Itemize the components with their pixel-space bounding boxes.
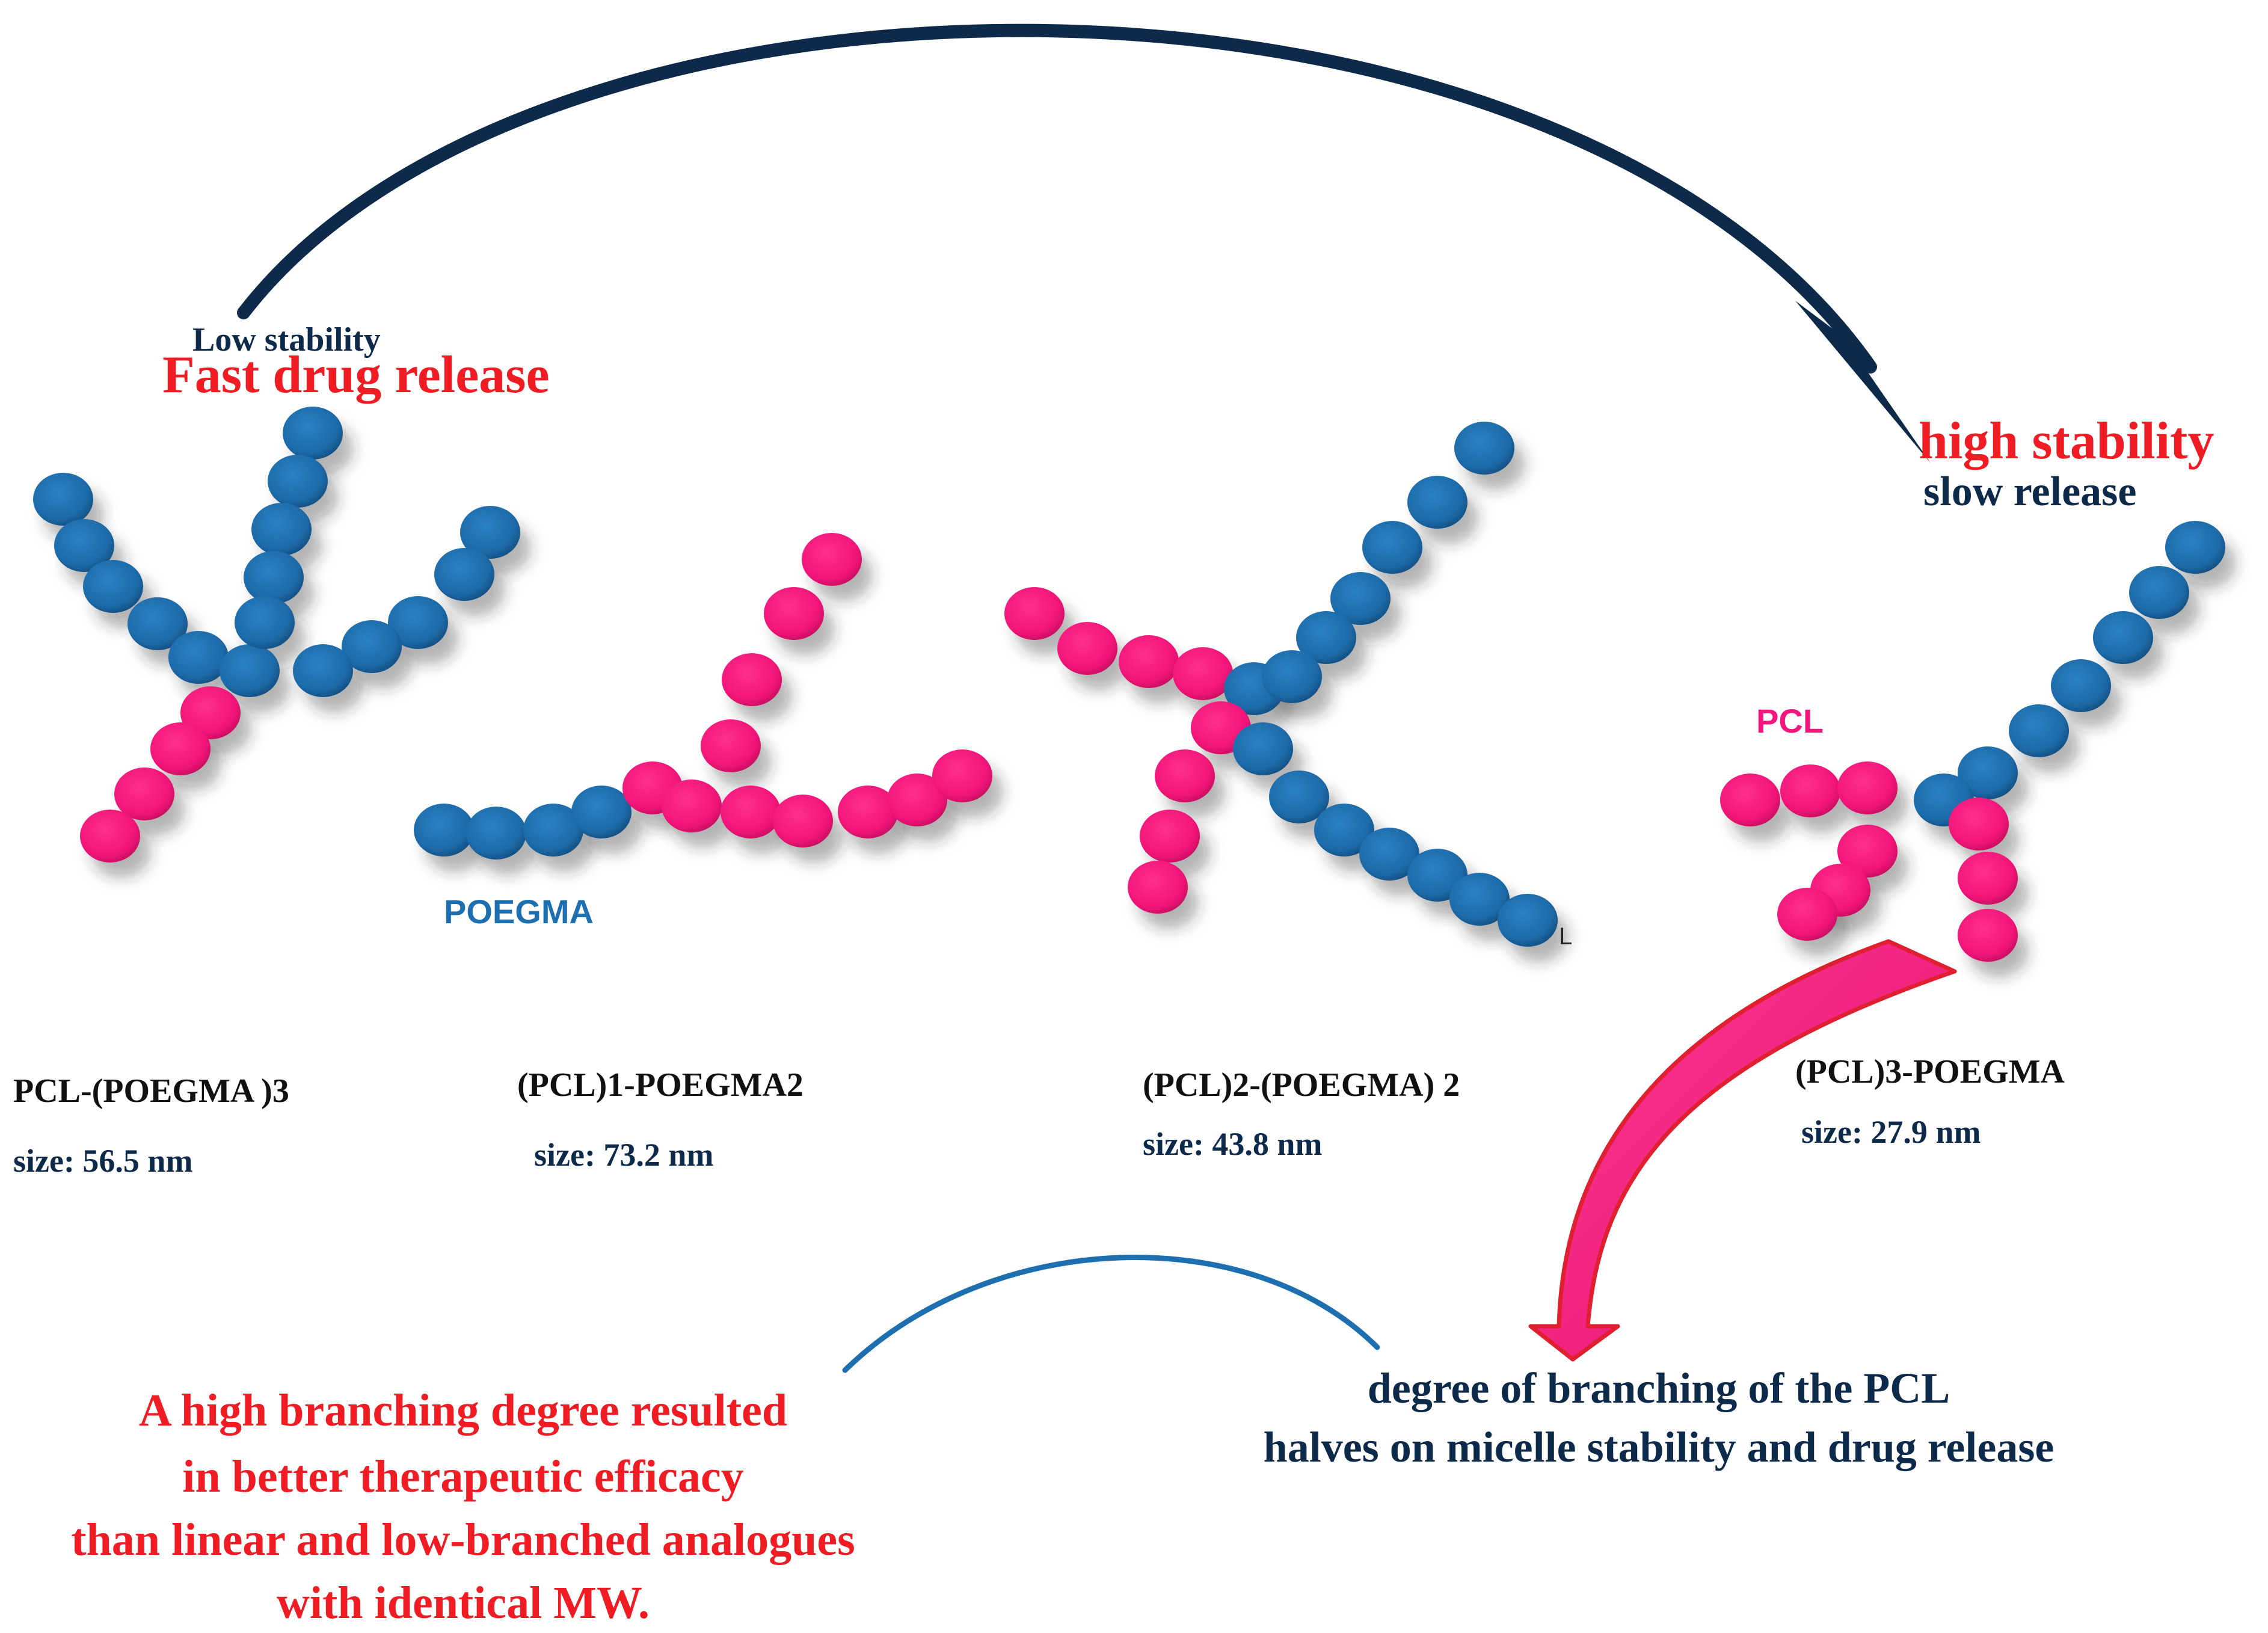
top-arc-arrow bbox=[237, 23, 1877, 374]
polymer-4-size: size: 27.9 nm bbox=[1801, 1114, 1981, 1150]
polymer-3-size: size: 43.8 nm bbox=[1143, 1126, 1322, 1162]
poegma-bead bbox=[251, 503, 312, 556]
poegma-bead bbox=[2129, 566, 2189, 619]
poegma-bead bbox=[220, 644, 280, 697]
poegma-bead bbox=[2165, 521, 2225, 574]
pcl-bead bbox=[1057, 622, 1117, 675]
poegma-bead bbox=[466, 807, 526, 860]
pcl-bead bbox=[1155, 749, 1215, 802]
polymer-1-name: PCL-(POEGMA )3 bbox=[13, 1072, 289, 1110]
pcl-bead bbox=[932, 749, 992, 802]
pcl-bead bbox=[802, 533, 862, 586]
high-stability-label: high stability bbox=[1919, 412, 2214, 470]
pcl-bead bbox=[1004, 587, 1065, 640]
polymer-2-name: (PCL)1-POEGMA2 bbox=[517, 1066, 804, 1104]
poegma-label: POEGMA bbox=[444, 893, 594, 930]
poegma-bead bbox=[1958, 746, 2018, 799]
pcl-bead bbox=[1958, 852, 2018, 905]
poegma-bead bbox=[1314, 804, 1374, 856]
top-arc-arrowhead bbox=[1795, 301, 1931, 463]
poegma-bead bbox=[1449, 873, 1510, 926]
conclusion-line-3: than linear and low-branched analogues bbox=[71, 1515, 855, 1565]
pcl-bead bbox=[1128, 861, 1188, 914]
polymer-1-size: size: 56.5 nm bbox=[13, 1143, 192, 1179]
poegma-bead bbox=[2093, 611, 2153, 664]
poegma-bead bbox=[1359, 828, 1419, 881]
pcl-bead bbox=[838, 786, 898, 838]
pcl-bead bbox=[150, 722, 211, 775]
pcl-bead bbox=[662, 780, 722, 832]
pcl-bead bbox=[721, 786, 781, 838]
slow-release-label: slow release bbox=[1923, 469, 2136, 515]
poegma-bead bbox=[571, 786, 632, 838]
pcl-label: PCL bbox=[1756, 702, 1824, 740]
poegma-bead bbox=[235, 596, 295, 649]
polymer-beads bbox=[33, 407, 2225, 962]
pcl-bead bbox=[1949, 798, 2009, 850]
poegma-bead bbox=[460, 506, 520, 559]
poegma-bead bbox=[1233, 722, 1293, 775]
poegma-bead bbox=[1330, 572, 1391, 625]
stray-l-mark: L bbox=[1559, 923, 1572, 950]
poegma-bead bbox=[168, 631, 229, 684]
conclusion-line-1: A high branching degree resulted bbox=[139, 1385, 787, 1436]
poegma-bead bbox=[268, 455, 328, 508]
fast-release-label: Fast drug release bbox=[162, 346, 550, 404]
effect-line-1: degree of branching of the PCL bbox=[1368, 1364, 1950, 1412]
poegma-bead bbox=[523, 804, 583, 856]
poegma-bead bbox=[1296, 611, 1356, 664]
pcl-bead bbox=[1837, 825, 1898, 878]
pcl-bead bbox=[764, 587, 824, 640]
poegma-bead bbox=[414, 804, 474, 856]
poegma-bead bbox=[434, 548, 494, 601]
conclusion-line-4: with identical MW. bbox=[277, 1578, 650, 1628]
poegma-bead bbox=[1262, 650, 1322, 703]
poegma-bead bbox=[342, 620, 402, 673]
pcl-bead bbox=[1780, 764, 1840, 817]
pcl-bead bbox=[1720, 773, 1780, 826]
poegma-bead bbox=[54, 519, 114, 572]
poegma-bead bbox=[293, 644, 353, 697]
big-pink-curved-arrow bbox=[1528, 939, 1957, 1362]
pcl-bead bbox=[1140, 810, 1200, 863]
polymer-2-size: size: 73.2 nm bbox=[534, 1137, 713, 1173]
poegma-bead bbox=[1498, 894, 1558, 947]
pcl-bead bbox=[701, 719, 761, 772]
pcl-bead bbox=[1119, 635, 1179, 688]
pcl-bead bbox=[887, 773, 947, 826]
effect-line-2: halves on micelle stability and drug rel… bbox=[1264, 1423, 2054, 1471]
pcl-bead bbox=[1958, 909, 2018, 962]
pcl-bead bbox=[1777, 888, 1837, 941]
poegma-bead bbox=[283, 407, 343, 460]
pcl-bead bbox=[1173, 647, 1233, 700]
poegma-bead bbox=[1454, 422, 1514, 475]
poegma-bead bbox=[2051, 659, 2111, 712]
pcl-bead bbox=[773, 795, 833, 847]
poegma-bead bbox=[83, 560, 143, 613]
pcl-bead bbox=[114, 767, 174, 820]
poegma-bead bbox=[1362, 521, 1422, 574]
poegma-bead bbox=[1407, 476, 1467, 529]
pcl-bead bbox=[1837, 761, 1898, 814]
poegma-bead bbox=[388, 596, 448, 649]
poegma-bead bbox=[128, 597, 188, 650]
poegma-bead bbox=[244, 551, 304, 604]
poegma-bead bbox=[1269, 770, 1329, 823]
pcl-bead bbox=[80, 810, 140, 863]
low-stability-label: Low stability bbox=[192, 321, 381, 358]
conclusion-line-2: in better therapeutic efficacy bbox=[182, 1451, 744, 1502]
polymer-4-name: (PCL)3-POEGMA bbox=[1795, 1053, 2065, 1090]
polymer-3-name: (PCL)2-(POEGMA) 2 bbox=[1143, 1066, 1460, 1104]
pcl-bead bbox=[722, 653, 782, 706]
poegma-bead bbox=[2009, 704, 2069, 757]
poegma-bead bbox=[33, 473, 93, 526]
small-blue-arc bbox=[842, 1255, 1380, 1373]
